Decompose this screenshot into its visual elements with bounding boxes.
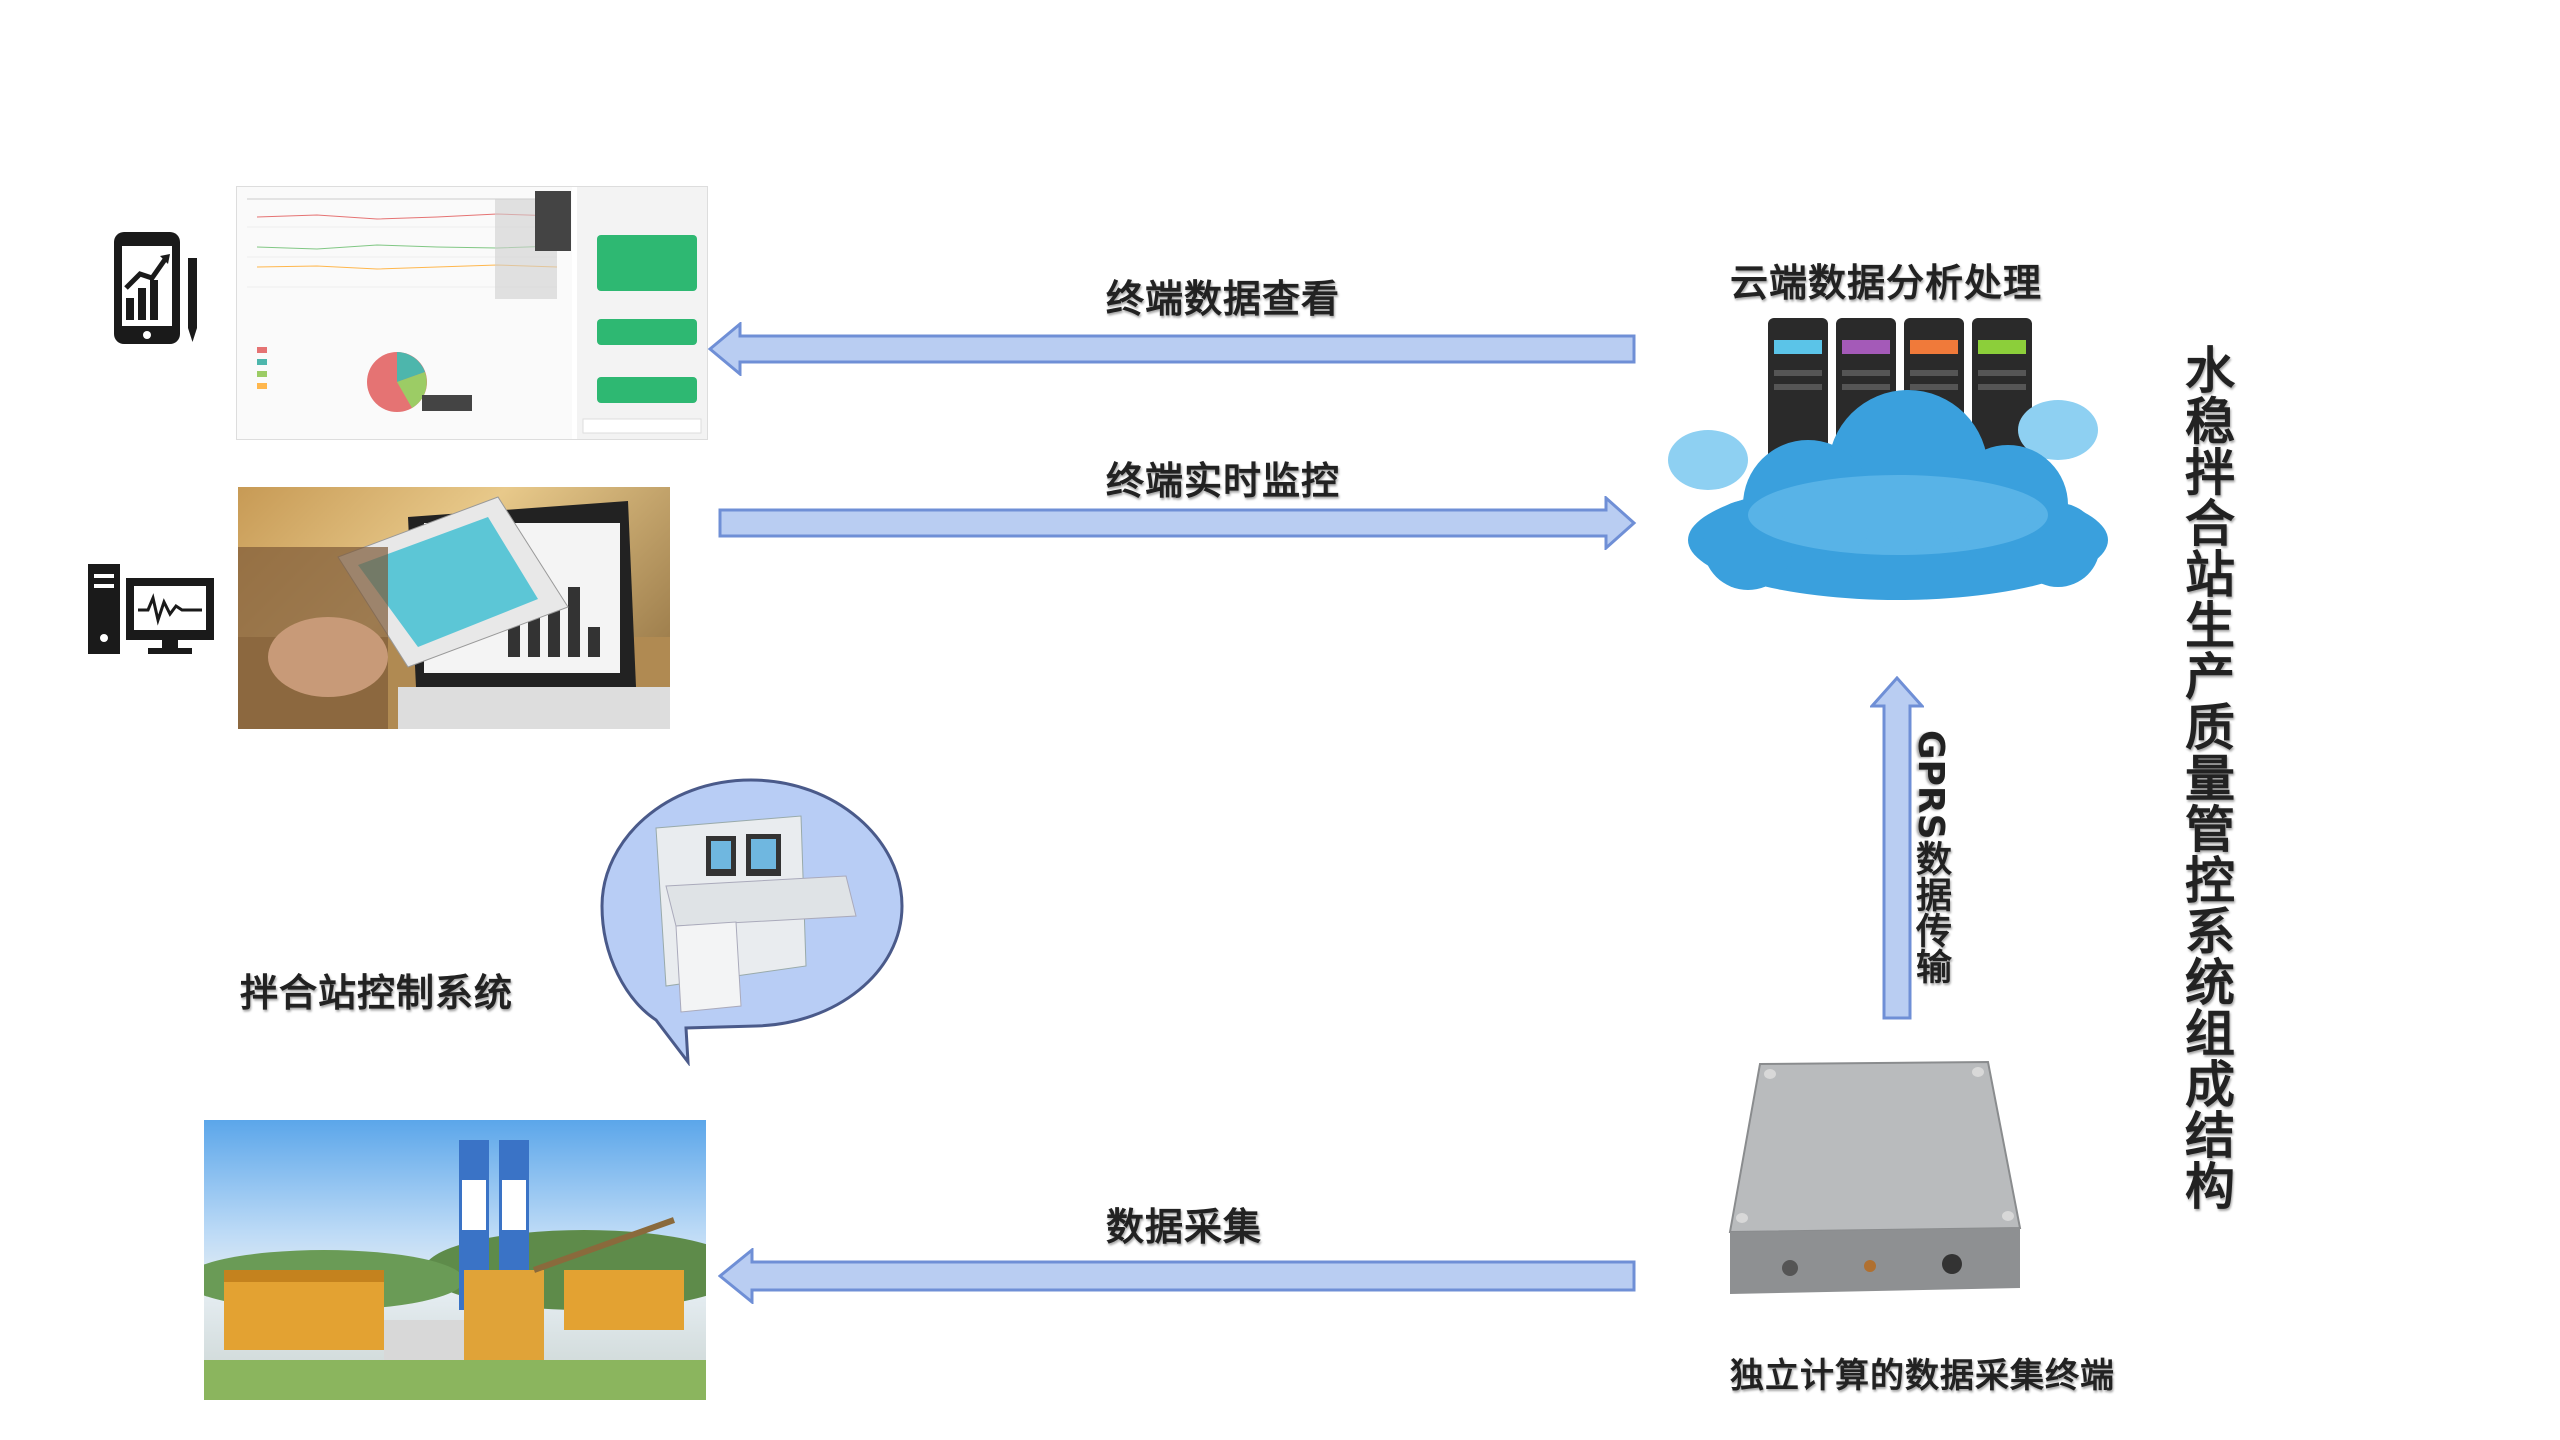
label-cloud: 云端数据分析处理 [1730,261,2043,305]
arrow-terminal-monitor [718,496,1638,550]
desktop-monitor-icon [86,562,216,658]
collector-box-image [1720,1056,2040,1306]
system-title: 水稳拌合站生产质量管控系统组成结构 [2177,344,2235,1211]
label-terminal-monitor: 终端实时监控 [1106,459,1341,503]
label-control-system: 拌合站控制系统 [240,971,514,1015]
label-data-collect: 数据采集 [1106,1205,1263,1249]
tablet-chart-icon [108,228,204,350]
label-terminal-view: 终端数据查看 [1106,277,1341,321]
cloud-server-image [1608,300,2178,640]
arrow-terminal-view [708,322,1638,376]
dashboard-screenshot [236,186,708,440]
arrow-data-collect [718,1248,1638,1304]
label-gprs: GPRS数据传输 [1910,730,1951,984]
control-console-bubble [596,776,906,1066]
monitoring-photo [238,487,670,729]
arrow-gprs [1870,676,1924,1022]
plant-photo [204,1120,706,1400]
label-collector: 独立计算的数据采集终端 [1730,1356,2115,1396]
